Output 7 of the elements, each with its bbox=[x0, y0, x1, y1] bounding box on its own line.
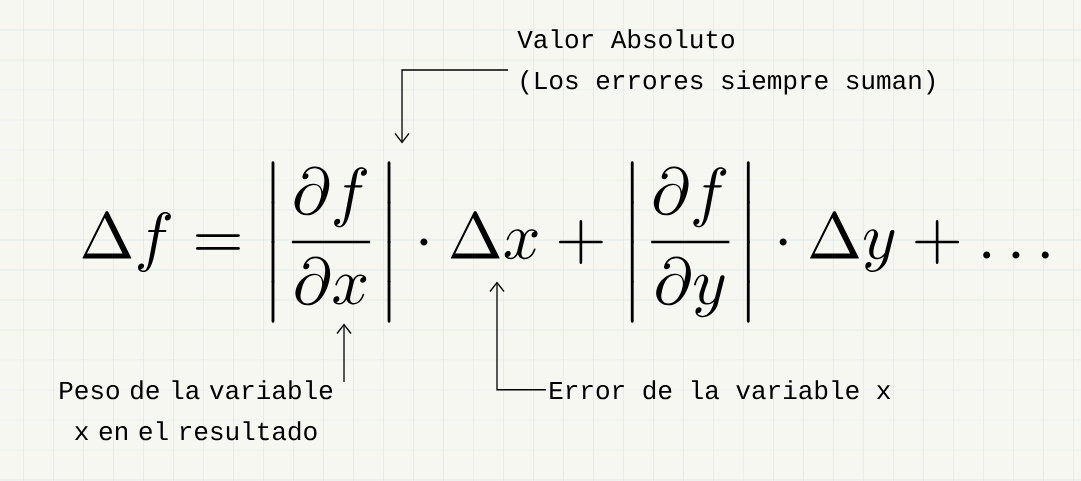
annotation-text: Valor Absoluto (Los errores siempre suman) bbox=[517, 29, 935, 95]
equation: $\Delta f = \left|\frac{\partial f}{\partial x}\right| \cdot \Delta x + \left|\frac{\partial f}{\partial y}\right| \cdot \Delta y + \ldots$ bbox=[82, 161, 1049, 323]
annotation-text: Peso de la variable x en el resultado bbox=[60, 380, 333, 441]
annotation-text: Error de la variable x bbox=[550, 380, 891, 400]
leader-line bbox=[489, 281, 547, 391]
leader-line bbox=[394, 69, 509, 144]
leader-line bbox=[336, 323, 352, 383]
